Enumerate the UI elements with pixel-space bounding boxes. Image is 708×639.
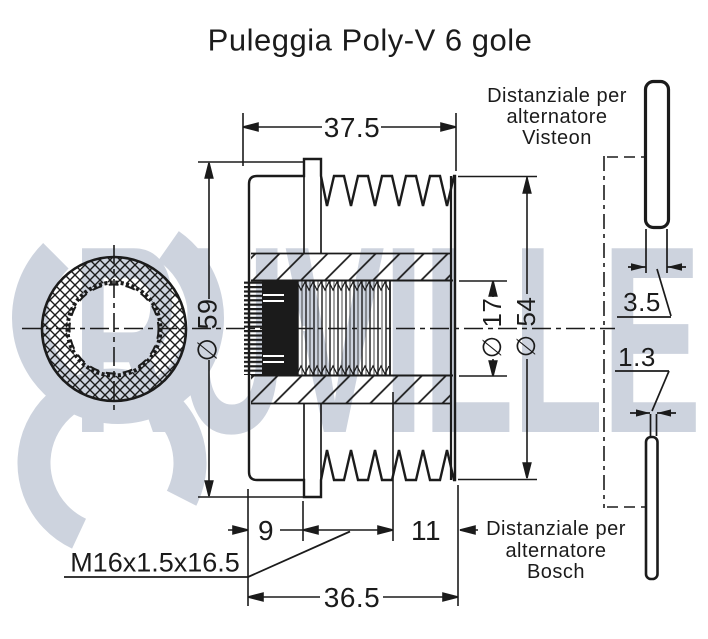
visteon-note-line-2: alternatore [506, 106, 608, 128]
dim-36-5 [247, 592, 459, 602]
dimension-lines [64, 113, 537, 606]
pulley-outline [247, 157, 457, 499]
dia-54-text: ∅ 54 [511, 296, 541, 358]
dim-37-5-text: 37.5 [323, 112, 381, 143]
upper-section-hatch [251, 254, 451, 281]
thread-spec-text: M16x1.5x16.5 [70, 547, 240, 578]
bosch-note-line-1: Distanziale per [486, 518, 626, 540]
spacer-bosch-view [615, 370, 676, 581]
dim-9-text: 9 [257, 515, 275, 546]
dim-1-3-text: 1.3 [618, 342, 656, 372]
bosch-pointer-arrow [459, 525, 476, 535]
dim-dia-59 [198, 161, 304, 498]
dia-17-text: ∅ 17 [477, 297, 507, 359]
visteon-note-line-3: Visteon [522, 127, 592, 149]
bosch-note-line-3: Bosch [526, 561, 586, 583]
bosch-note-line-2: alternatore [505, 540, 607, 562]
serrated-nose [244, 281, 262, 375]
dim-dia-17 [459, 280, 507, 377]
serrated-inner-edge [65, 280, 163, 378]
dim-3-5-text: 3.5 [623, 287, 661, 317]
knurled-ring-hatch [42, 257, 186, 401]
dim-36-5-text: 36.5 [323, 582, 381, 613]
dim-37-5 [242, 113, 457, 171]
thread-crest-top [296, 280, 390, 292]
thread-crest-bottom [296, 364, 390, 376]
dim-11-text: 11 [410, 515, 442, 546]
side-view-section [244, 157, 457, 499]
spacer-visteon-view [617, 79, 686, 318]
dia-59-text: ∅ 59 [192, 298, 223, 362]
thread-leader [64, 530, 351, 578]
outer-circle [40, 255, 188, 403]
dashed-pitch-circle [68, 283, 160, 375]
lower-section-hatch [251, 376, 451, 403]
bosch-spacer-shape [644, 435, 659, 581]
visteon-spacer-shape [643, 79, 671, 230]
dim-dia-54 [458, 175, 537, 481]
thread-block [262, 281, 298, 375]
internal-thread [297, 281, 390, 375]
dim-9-11-row [228, 392, 478, 606]
page-title: Puleggia Poly-V 6 gole [207, 22, 533, 58]
front-view [40, 255, 188, 403]
visteon-note-line-1: Distanziale per [487, 85, 627, 107]
